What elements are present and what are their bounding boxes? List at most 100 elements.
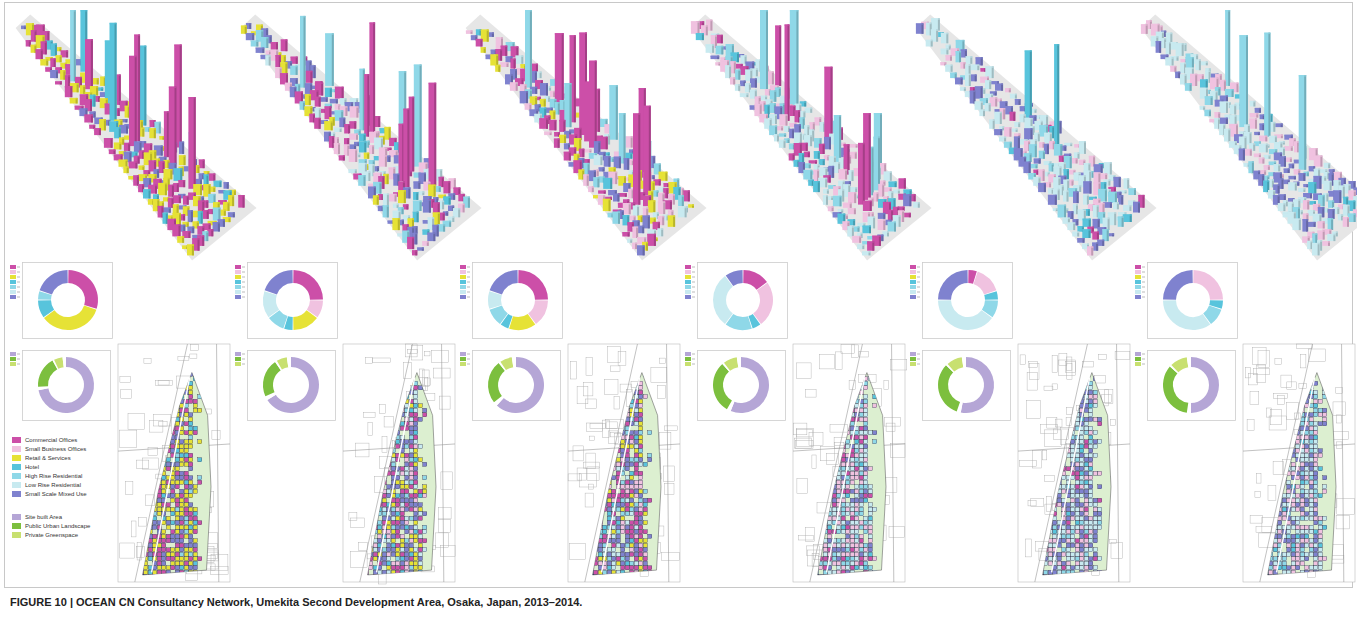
building-top — [154, 159, 160, 161]
building-top — [374, 138, 383, 140]
plot-cell — [193, 431, 197, 435]
building-side — [104, 119, 106, 130]
plot-cell — [162, 561, 166, 565]
plot-cell — [198, 440, 202, 444]
building-top — [403, 109, 409, 111]
mini-swatch — [10, 285, 16, 289]
plot-cell — [189, 413, 193, 417]
plot-cell — [189, 444, 193, 448]
plot-cell — [166, 548, 170, 552]
building-top — [173, 183, 179, 185]
plot-cell — [162, 552, 166, 556]
building-top — [94, 118, 102, 120]
building-top — [458, 194, 464, 196]
building-top — [163, 213, 168, 215]
building-top — [238, 195, 244, 197]
building-top — [199, 173, 205, 175]
building-top — [458, 204, 465, 206]
building-top — [228, 195, 234, 197]
plot-cell — [171, 444, 175, 448]
building-top — [344, 124, 350, 126]
plot-cell — [184, 489, 188, 493]
mini-value — [17, 267, 20, 268]
building-side — [93, 95, 95, 107]
building-side — [180, 168, 182, 181]
building-top — [349, 149, 358, 151]
plot-cell — [162, 557, 166, 561]
building-top — [271, 50, 279, 52]
plot-cell — [153, 534, 157, 538]
plot-cell — [166, 503, 170, 507]
plot-cell — [184, 440, 188, 444]
building-top — [403, 215, 410, 217]
plot-cell — [180, 557, 184, 561]
building-top — [280, 73, 288, 75]
building-top — [388, 194, 397, 196]
plot-cell — [193, 543, 197, 547]
building-top — [375, 116, 381, 118]
building-side — [161, 146, 163, 156]
plot-cell — [157, 557, 161, 561]
building-side — [408, 187, 410, 198]
plot-cell — [198, 521, 202, 525]
plot-cell — [189, 440, 193, 444]
building-top — [334, 143, 340, 145]
plot-cell — [171, 498, 175, 502]
building-top — [364, 74, 369, 76]
plot-cell — [193, 512, 197, 516]
building-top — [207, 229, 213, 231]
building-top — [378, 194, 384, 196]
mini-swatch — [10, 270, 16, 274]
building-top — [203, 184, 210, 186]
building-side — [364, 175, 366, 186]
plot-cell — [193, 557, 197, 561]
plot-cell — [180, 552, 184, 556]
plot-cell — [166, 507, 170, 511]
building-side — [389, 127, 391, 140]
mini-swatch — [10, 280, 16, 284]
building-side — [198, 238, 200, 251]
building-top — [169, 87, 177, 89]
plot-cell — [193, 530, 197, 534]
plot-cell — [184, 566, 188, 570]
plot-cell — [175, 422, 179, 426]
plot-cell — [175, 498, 179, 502]
plot-cell — [189, 534, 193, 538]
mini-value — [17, 359, 20, 360]
building-side — [438, 212, 440, 225]
building-top — [169, 163, 177, 165]
plot-cell — [157, 503, 161, 507]
building-side — [332, 33, 334, 86]
building-top — [392, 218, 399, 220]
building-top — [344, 138, 349, 140]
building-top — [143, 189, 151, 191]
plot-cell — [193, 516, 197, 520]
building-top — [305, 83, 312, 85]
plot-cell — [180, 449, 184, 453]
plot-cell — [175, 453, 179, 457]
building-top — [178, 194, 185, 196]
mini-value — [17, 287, 20, 288]
plot-cell — [175, 467, 179, 471]
plot-cell — [162, 476, 166, 480]
building-top — [339, 155, 345, 157]
building-top — [438, 195, 446, 197]
plot-cell — [171, 521, 175, 525]
plot-cell — [175, 480, 179, 484]
building-top — [164, 169, 173, 171]
building-top — [409, 97, 415, 99]
building-top — [133, 175, 139, 177]
plot-cell — [189, 431, 193, 435]
plot-cell — [171, 561, 175, 565]
plot-cell — [148, 543, 152, 547]
building-top — [168, 216, 174, 218]
plot-cell — [189, 489, 193, 493]
building-top — [36, 49, 43, 51]
building-top — [251, 41, 259, 43]
building-top — [266, 51, 272, 53]
building-top — [193, 196, 200, 198]
plot-cell — [180, 453, 184, 457]
building-top — [149, 128, 156, 130]
plot-cell — [184, 480, 188, 484]
building-top — [408, 218, 415, 220]
